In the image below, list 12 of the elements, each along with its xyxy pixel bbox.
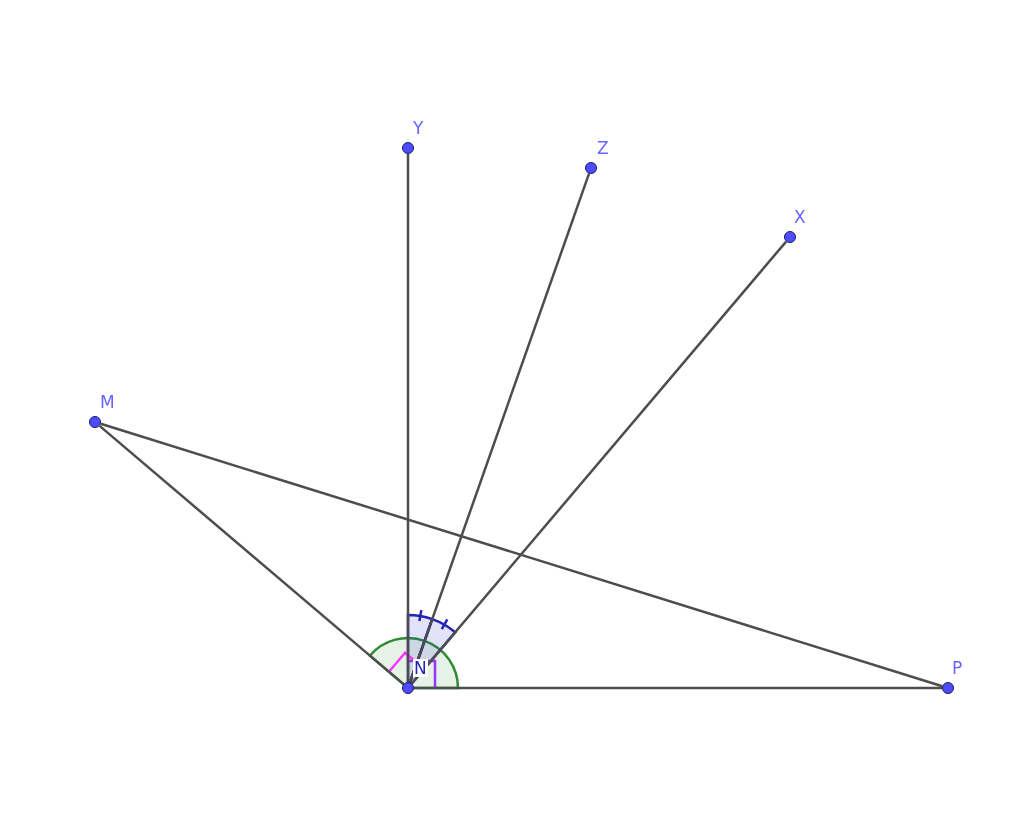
point-label: N bbox=[413, 659, 428, 677]
line-segment bbox=[408, 173, 591, 683]
point-label: Z bbox=[597, 139, 609, 157]
line-segment bbox=[98, 424, 405, 686]
point-label: Y bbox=[413, 119, 424, 137]
line-segment bbox=[406, 154, 410, 682]
line-segment bbox=[410, 240, 788, 685]
point-label: P bbox=[952, 659, 963, 677]
point-label: M bbox=[100, 393, 115, 411]
point-label: X bbox=[794, 208, 806, 226]
line-segment bbox=[100, 422, 943, 688]
line-segment bbox=[414, 686, 942, 690]
